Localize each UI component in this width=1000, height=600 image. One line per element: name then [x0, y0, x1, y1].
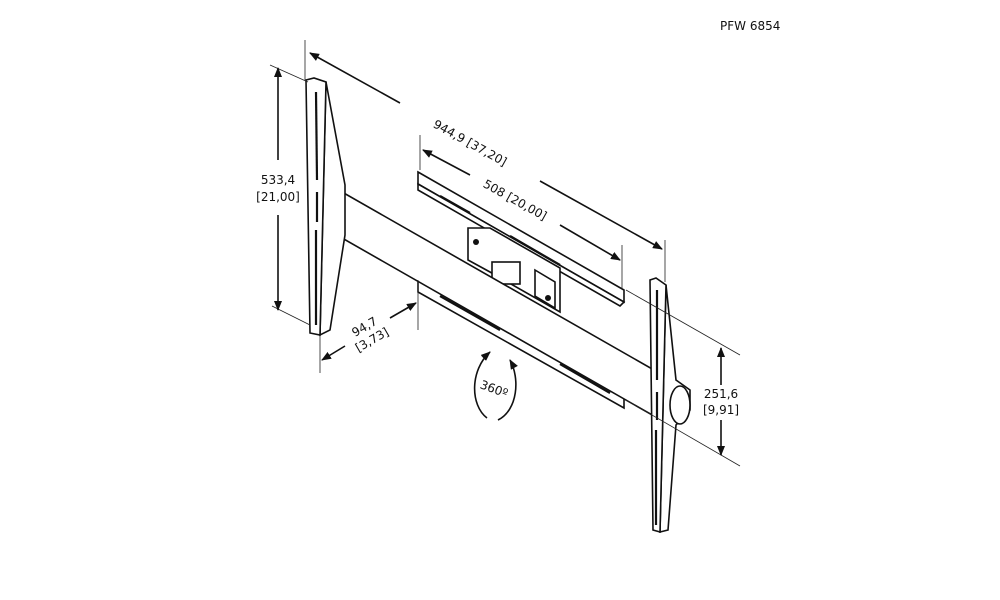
dimension-height: 533,4 [21,00]: [256, 64, 311, 326]
dimension-beam-height: 251,6 [9,91]: [625, 289, 741, 467]
height-in-label: [21,00]: [256, 190, 300, 204]
rotation-indicator: 360º: [473, 351, 518, 421]
left-upright: [305, 77, 346, 337]
beam-height-in-label: [9,91]: [703, 403, 739, 417]
height-mm-label: 533,4: [261, 173, 295, 187]
dimension-depth: 94,7 [3,73]: [319, 280, 419, 373]
right-upright: [649, 277, 691, 534]
rotation-label: 360º: [478, 378, 510, 401]
beam-height-mm-label: 251,6: [704, 387, 738, 401]
interface-plate: [467, 227, 561, 314]
model-number: PFW 6854: [720, 19, 780, 33]
